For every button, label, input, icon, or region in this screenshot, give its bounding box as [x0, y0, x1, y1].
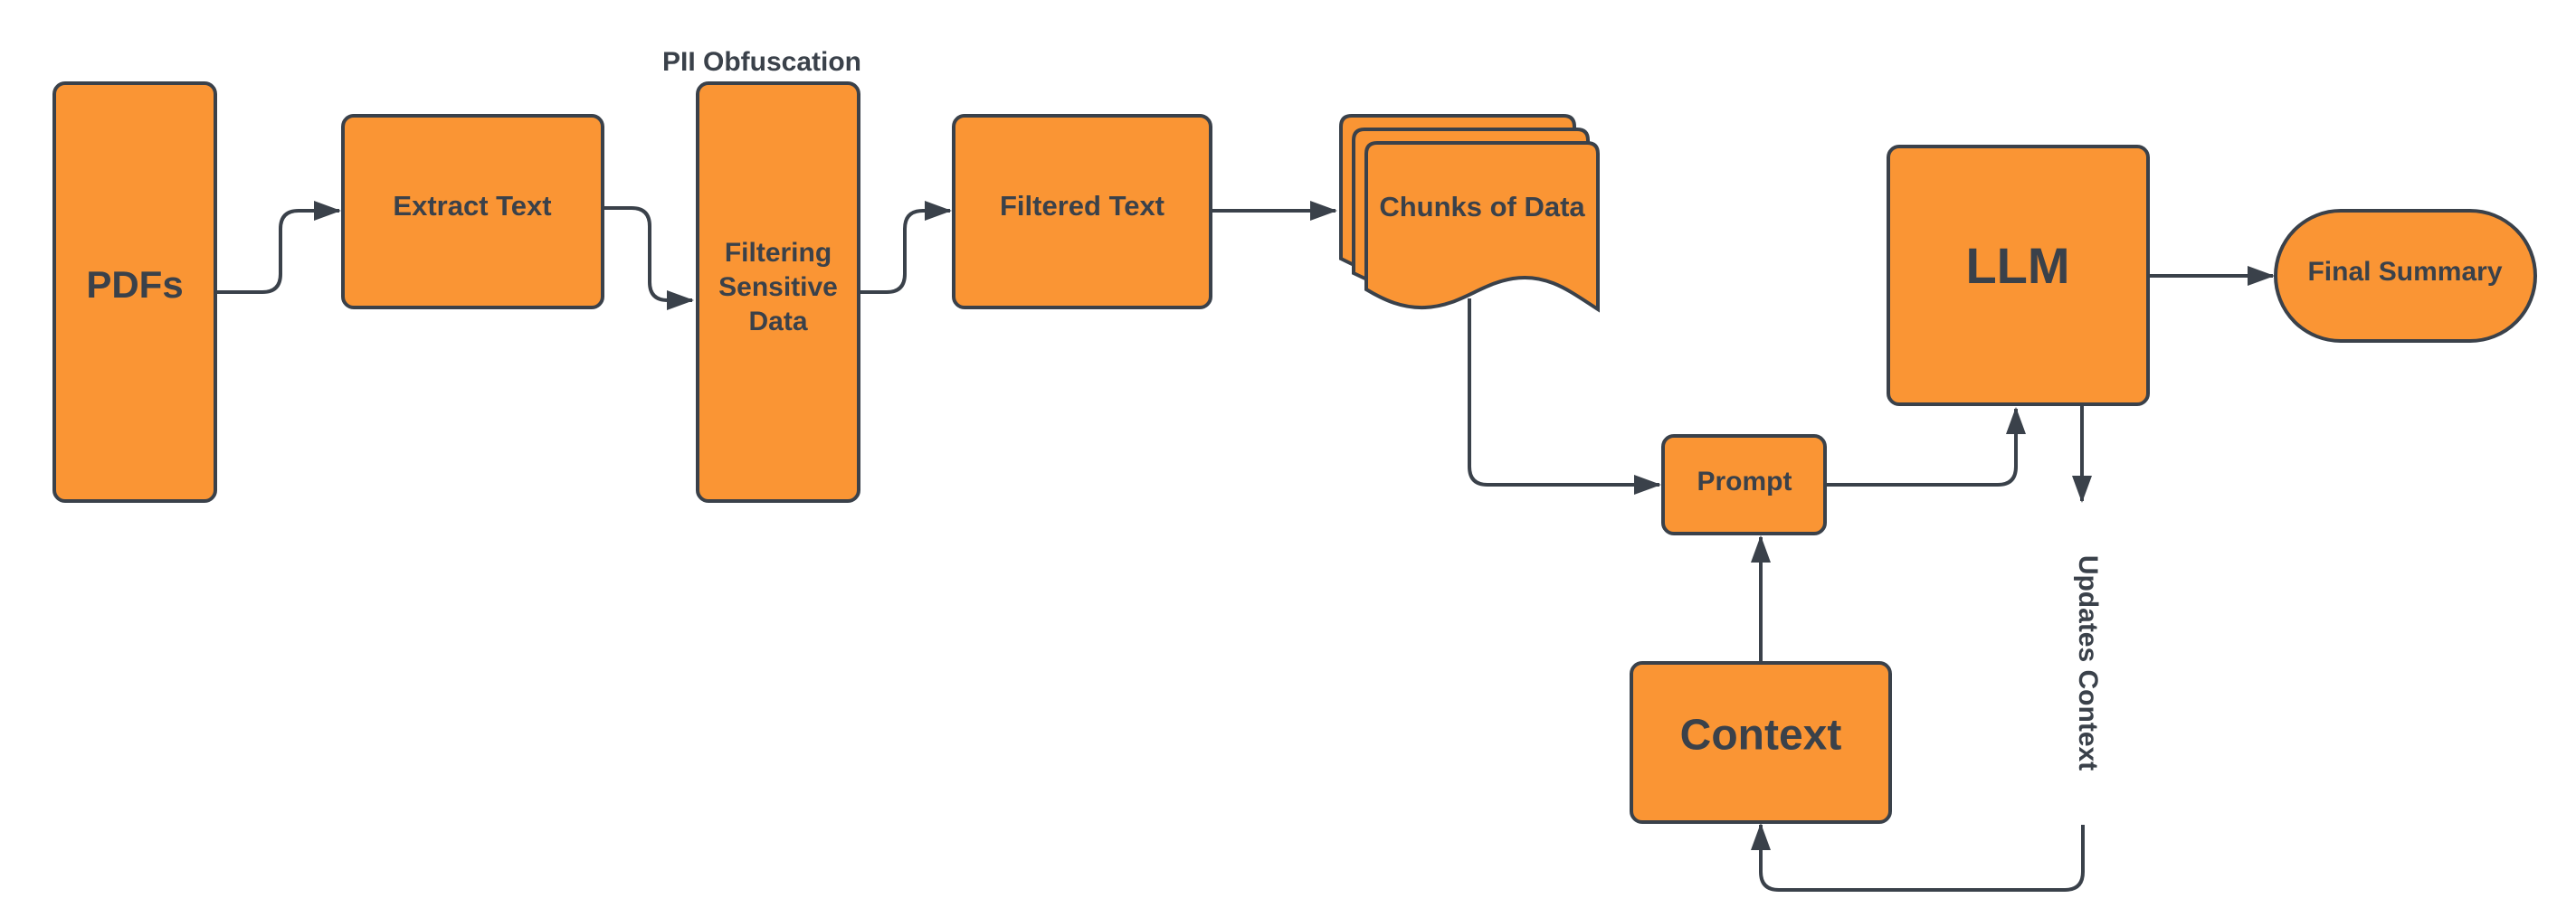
- connector-chunks-to-prompt: [1468, 298, 1661, 495]
- filtering-label-line-3: Data: [748, 307, 807, 336]
- connector-filter-to-filtered: [860, 201, 952, 294]
- context-node[interactable]: Context: [1630, 661, 1892, 824]
- filtering-label-line-2: Sensitive: [718, 272, 838, 302]
- chunks-of-data-node[interactable]: Chunks of Data: [1339, 114, 1600, 313]
- connector-updates-to-context: [1751, 823, 2085, 892]
- filtered-text-node[interactable]: Filtered Text: [952, 114, 1212, 309]
- chunks-of-data-label: Chunks of Data: [1379, 191, 1585, 222]
- pdfs-node[interactable]: PDFs: [52, 81, 217, 503]
- pdfs-label: PDFs: [86, 263, 183, 306]
- final-summary-node[interactable]: Final Summary: [2274, 209, 2537, 343]
- llm-label: LLM: [1965, 237, 2069, 294]
- pii-obfuscation-title: PII Obfuscation: [662, 47, 861, 77]
- filtered-text-label: Filtered Text: [1000, 190, 1164, 222]
- llm-node[interactable]: LLM: [1887, 145, 2150, 406]
- updates-context-label: Updates Context: [2073, 555, 2103, 771]
- prompt-node[interactable]: Prompt: [1661, 434, 1827, 535]
- prompt-label: Prompt: [1697, 467, 1792, 497]
- context-label: Context: [1680, 712, 1842, 760]
- final-summary-label: Final Summary: [2307, 257, 2502, 287]
- connector-pdfs-to-extract: [215, 201, 341, 294]
- filtering-sensitive-data-node[interactable]: Filtering Sensitive Data: [696, 81, 860, 503]
- extract-text-label: Extract Text: [393, 190, 551, 222]
- extract-text-node[interactable]: Extract Text: [341, 114, 604, 309]
- filtering-label-line-1: Filtering: [725, 238, 832, 268]
- connector-extract-to-filter: [603, 206, 694, 310]
- connector-prompt-to-llm: [1825, 407, 2026, 487]
